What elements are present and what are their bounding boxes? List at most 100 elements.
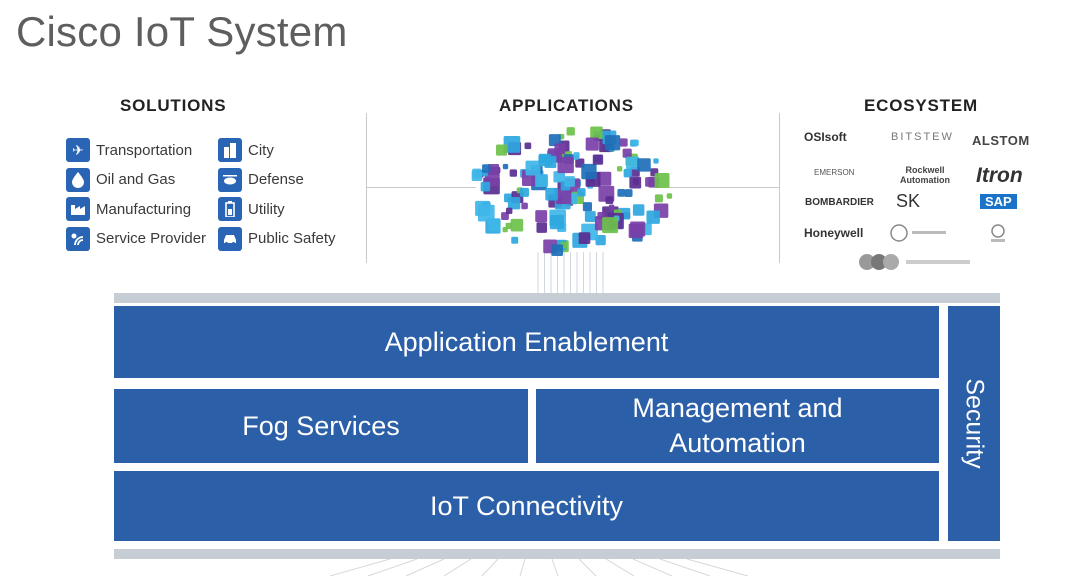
divider-right [779,113,780,263]
solutions-heading: SOLUTIONS [120,96,227,115]
eco-small-logo [991,224,1005,242]
solution-label: Utility [248,200,285,218]
eco-partner-logo [859,254,970,270]
connection-line [686,559,749,576]
solution-transportation: ✈ Transportation [66,138,206,162]
cloud-tile [557,198,563,204]
connector-left [366,187,476,188]
block-label: Fog Services [242,410,400,441]
cloud-tile [551,244,564,256]
solutions-list-right: City Defense Utility Public Safety [218,138,336,256]
cloud-tile [505,207,513,215]
solution-label: Manufacturing [96,200,192,218]
cloud-tile [632,139,639,147]
cloud-tile [654,194,663,203]
buildings-icon [218,138,242,162]
cloud-tile [632,204,645,216]
cloud-tile [538,153,552,167]
cloud-tile [502,226,508,233]
cloud-tile [525,160,541,176]
iot-connectivity-block: IoT Connectivity [114,471,939,541]
solution-label: Defense [248,171,304,188]
cloud-tile [548,134,561,147]
solution-label: Service Provider [96,230,207,247]
connection-line [330,559,391,576]
honeywell-logo: Honeywell [804,226,864,240]
application-enablement-block: Application Enablement [114,306,939,378]
block-label-line1: Management and [632,393,843,423]
solution-manufacturing: Manufacturing [66,197,206,221]
cloud-tile [477,204,495,222]
cloud-tile [488,164,500,176]
solution-defense: Defense [218,167,336,192]
cloud-tile [584,211,596,222]
cloud-tile [628,223,644,239]
solution-label: Public Safety [248,230,336,247]
cloud-tile [545,187,558,201]
cloud-tile [535,174,549,187]
cloud-tile [592,154,604,165]
cloud-tile [536,222,548,233]
solution-service-provider: Service Provider [66,226,207,251]
solution-oil-and-gas: Oil and Gas [66,167,206,192]
cloud-tile [521,202,528,210]
osisoft-logo: OSIsoft [804,130,847,144]
cloud-tile [482,164,491,173]
divider-left [366,113,367,263]
cloud-tile [578,232,591,244]
solution-label: Transportation [96,141,193,159]
ge-logo [890,224,946,242]
cloud-tile [624,189,633,197]
block-label: Security [960,378,989,469]
connection-line [443,559,472,576]
solution-city: City [218,138,336,162]
connection-line [659,559,711,576]
cloud-tile [503,136,521,153]
fog-services-block: Fog Services [114,389,528,463]
cloud-tile [581,163,597,180]
rockwell-automation-logo: Rockwell Automation [900,165,950,185]
cloud-tile [637,158,651,172]
cloud-tile [605,196,614,205]
drop-icon [66,167,90,192]
cloud-tile [626,156,640,170]
cloud-tile [495,144,508,156]
cloud-tile [617,166,623,172]
itron-logo: Itron [976,164,1023,187]
cloud-tile [553,171,565,183]
block-label-line2: Automation [669,428,806,458]
factory-icon [66,197,90,221]
solutions-list-left: ✈ Transportation Oil and Gas Manufacturi… [66,138,206,256]
cloud-tile [524,142,532,150]
cloud-tile [582,202,593,212]
cloud-tile [597,171,612,186]
signal-icon [66,226,90,251]
cloud-tile [502,163,509,170]
connection-line [405,559,445,576]
bombardier-logo: BOMBARDIER [805,197,874,208]
management-automation-block: Management and Automation [536,389,939,463]
cloud-tile [511,236,519,244]
cloud-tile [507,197,521,210]
cloud-tile [577,188,586,197]
cloud-tile [472,168,482,178]
cloud-tile [629,176,642,189]
airplane-icon: ✈ [66,138,90,162]
cloud-tile [535,210,548,223]
connection-line [367,559,418,576]
cloud-tile [622,148,632,158]
cloud-tile [549,215,565,230]
sap-logo: SAP [980,194,1017,209]
cloud-tile [653,158,659,164]
cloud-tile [564,176,575,187]
cloud-tile [501,212,509,220]
cloud-tile [554,143,566,155]
cloud-tile [480,181,491,192]
cloud-tile [573,152,580,159]
ecosystem-heading: ECOSYSTEM [864,96,978,115]
solution-public-safety: Public Safety [218,226,336,251]
block-label: Application Enablement [384,326,669,357]
emerson-logo: EMERSON [814,168,855,177]
cloud-tile [595,234,606,246]
cloud-tile [608,204,615,211]
